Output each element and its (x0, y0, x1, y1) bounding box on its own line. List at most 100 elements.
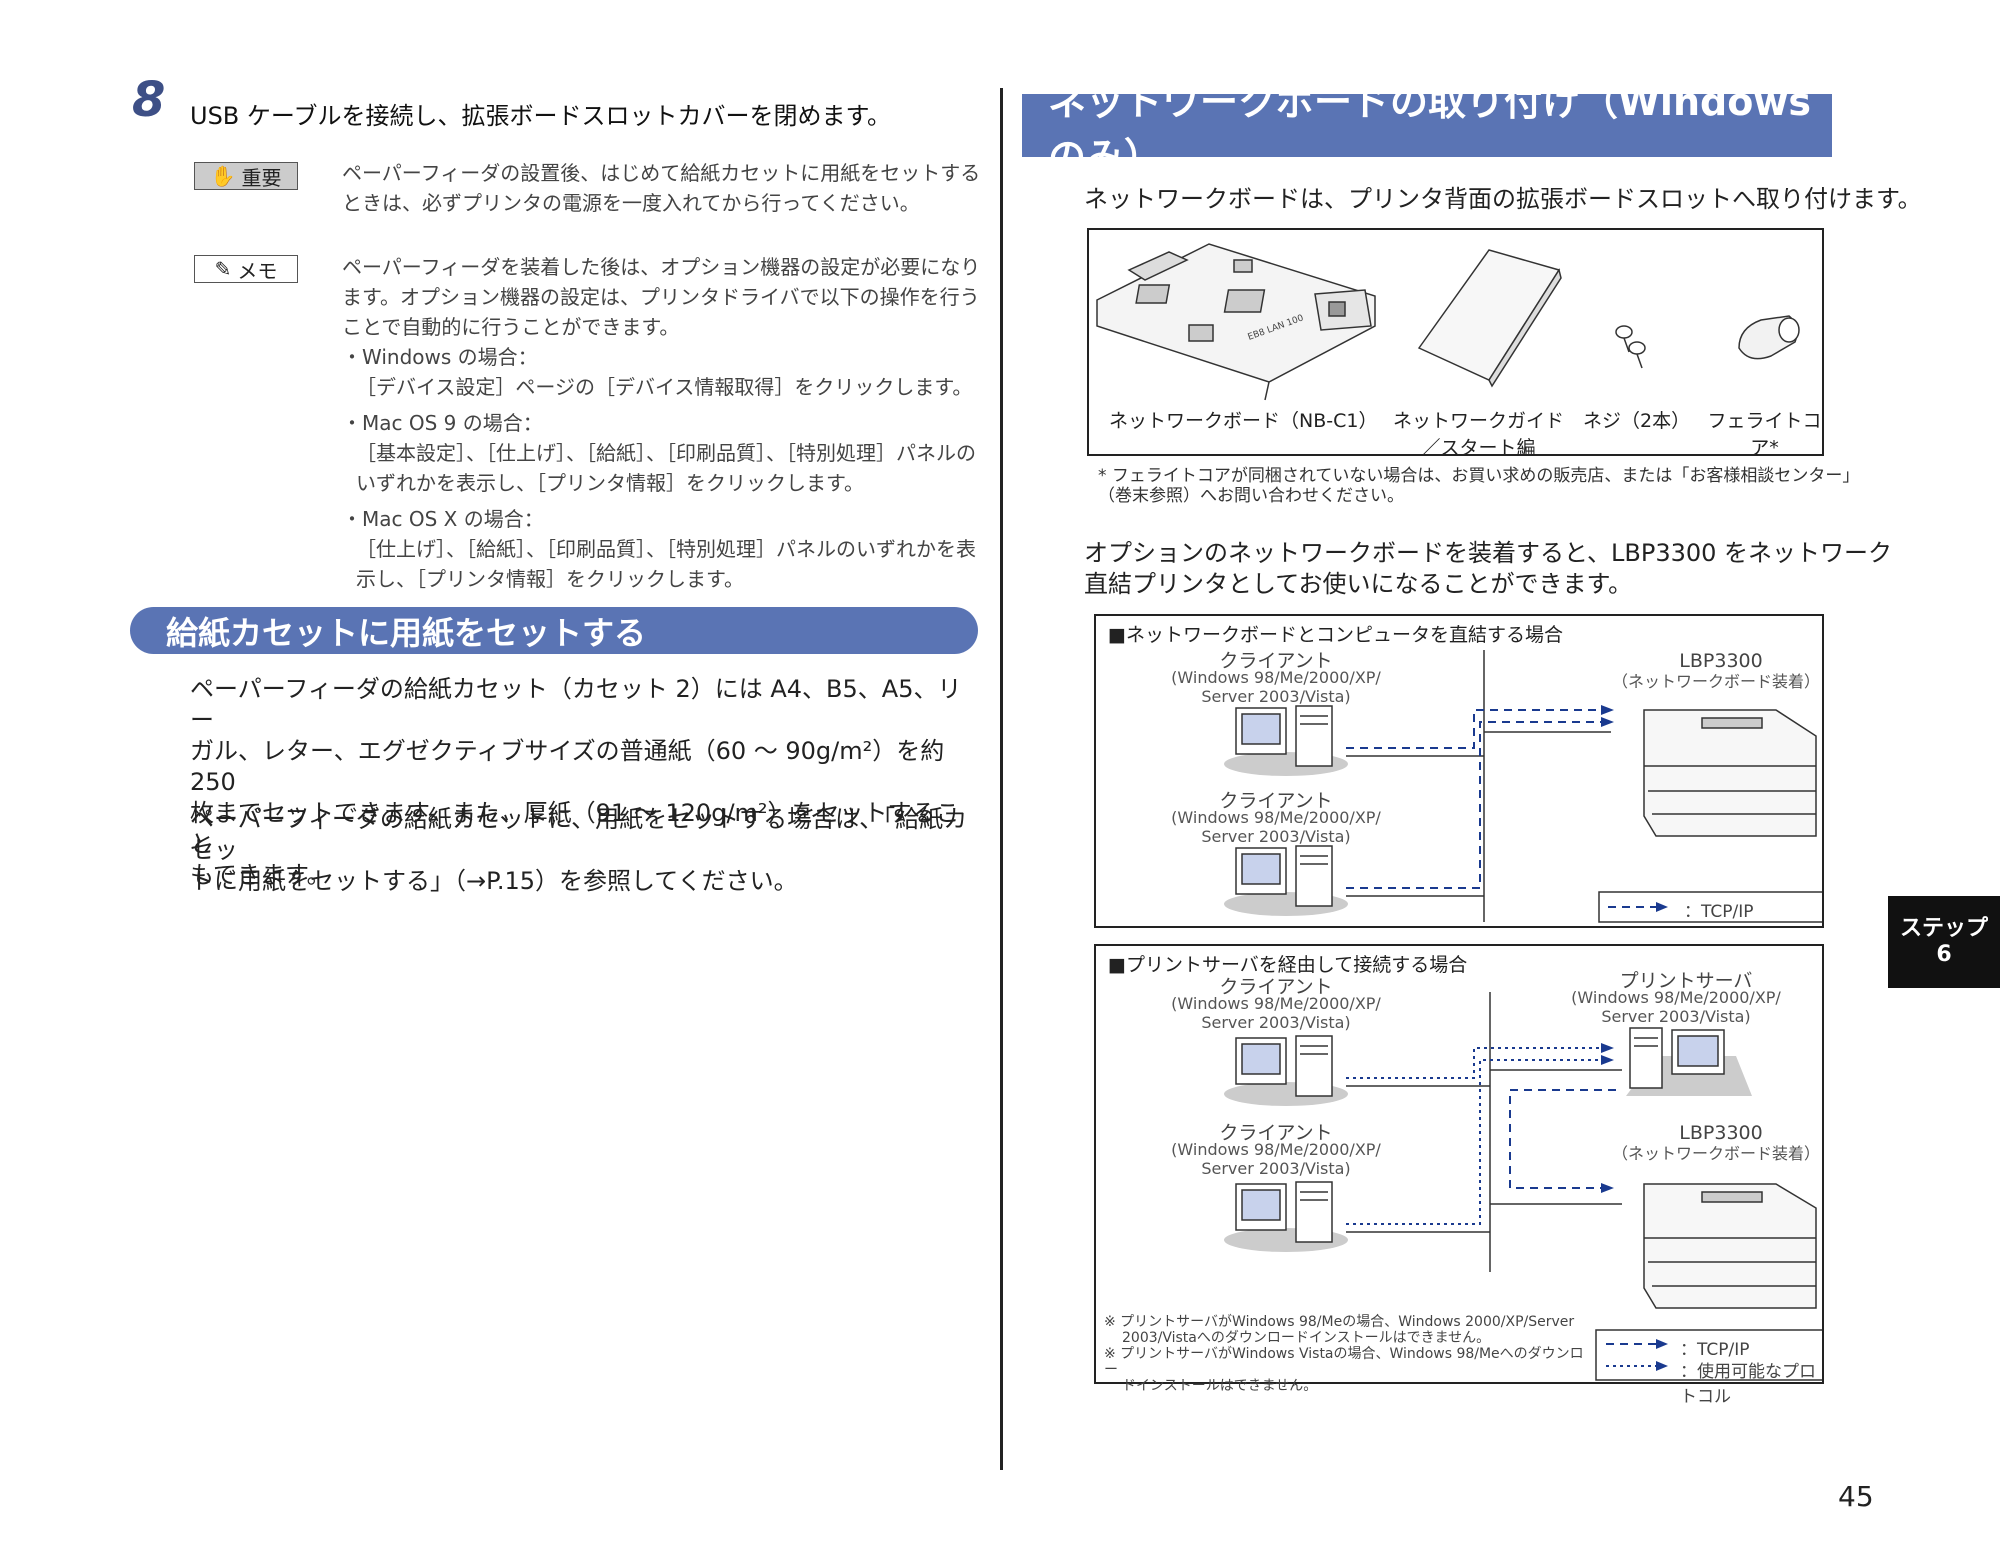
diagram-note-line: ドインストールはできません。 (1122, 1378, 1318, 1394)
diagram-direct-title: ■ネットワークボードとコンピュータを直結する場合 (1108, 624, 1563, 646)
client-label: クライアント (1219, 976, 1333, 998)
step-tab: ステップ 6 (1888, 896, 2000, 988)
item-label-guide: ネットワークガイド ／スタート編 (1393, 406, 1564, 460)
client-os-line: (Windows 98/Me/2000/XP/ (1171, 994, 1381, 1013)
diagram-direct: ■ネットワークボードとコンピュータを直結する場合 (1094, 614, 1824, 928)
network-guide-illustration (1417, 249, 1562, 388)
printer-label: LBP3300 (1679, 1122, 1763, 1144)
item-label-guide-line2: ／スタート編 (1421, 437, 1536, 459)
memo-tag: ✎ メモ (194, 255, 298, 283)
section-title: 給紙カセットに用紙をセットする (130, 607, 978, 654)
legend-tcp-label: ：TCP/IP (1684, 902, 1754, 922)
memo-mac9-body: ［基本設定］、［仕上げ］、［給紙］、［印刷品質］、［特別処理］パネルの (356, 441, 976, 465)
diagram-note-line: ※ プリントサーバがWindows 98/Meの場合、Windows 2000/… (1104, 1314, 1575, 1330)
legend-protocol-label: ：使用可能なプロトコル (1680, 1362, 1816, 1407)
intro-text: ネットワークボードは、プリンタ背面の拡張ボードスロットへ取り付けます。 (1084, 185, 1922, 213)
important-tag: ✋ 重要 (194, 162, 298, 190)
item-label-guide-line1: ネットワークガイド (1393, 410, 1565, 432)
client-os-line: Server 2003/Vista) (1201, 687, 1351, 706)
footnote-line: * フェライトコアが同梱されていない場合は、お買い求めの販売店、または「お客様相… (1098, 466, 1860, 486)
important-line: ペーパーフィーダの設置後、はじめて給紙カセットに用紙をセットする (342, 161, 981, 185)
paragraph-line: ペーパーフィーダの給紙カセット（カセット 2）には A4、B5、A5、リー (190, 675, 962, 734)
diagram-direct-lines (1224, 650, 1822, 923)
item-label-screw: ネジ（2本） (1583, 410, 1691, 432)
printer-label: LBP3300 (1679, 650, 1763, 672)
paragraph-2: ペーパーフィーダの給紙カセットに、用紙をセットする場合は、「給紙カセッ トに用紙… (190, 804, 980, 897)
item-label-board: ネットワークボード（NB-C1） (1109, 410, 1378, 432)
print-server-icon (1626, 1027, 1752, 1096)
paragraph-line: ガル、レター、エグゼクティブサイズの普通紙（60 ～ 90g/m²）を約 250 (190, 737, 945, 796)
footnote-line: （巻末参照）へお問い合わせください。 (1098, 486, 1404, 506)
footnote: * フェライトコアが同梱されていない場合は、お買い求めの販売店、または「お客様相… (1098, 466, 1859, 506)
network-board-illustration: EB8 LAN 100 (1096, 243, 1376, 401)
print-server-os-line: (Windows 98/Me/2000/XP/ (1571, 988, 1781, 1007)
memo-line: ます。オプション機器の設定は、プリンタドライバで以下の操作を行う (342, 285, 980, 309)
paragraph-line: ペーパーフィーダの給紙カセットに、用紙をセットする場合は、「給紙カセッ (190, 805, 968, 864)
diagram-print-server: ■プリントサーバを経由して接続する場合 (1094, 944, 1824, 1407)
diagram-notes: ※ プリントサーバがWindows 98/Meの場合、Windows 2000/… (1104, 1314, 1584, 1394)
client-label: クライアント (1219, 650, 1333, 672)
memo-macx-body: 示し、［プリンタ情報］をクリックします。 (356, 567, 744, 591)
paragraph-1: ペーパーフィーダの給紙カセット（カセット 2）には A4、B5、A5、リー ガル… (190, 674, 980, 891)
pencil-icon: ✎ (214, 257, 232, 281)
hand-icon: ✋ (210, 164, 236, 188)
printer-sub-label: （ネットワークボード装着） (1611, 1144, 1820, 1163)
page-number: 45 (1838, 1480, 1874, 1513)
paragraph-line: もできます。 (190, 861, 331, 889)
step-tab-label: ステップ (1899, 916, 1988, 941)
client-os-line: Server 2003/Vista) (1201, 1013, 1351, 1032)
network-paragraph-line: 直結プリンタとしてお使いになることができます。 (1084, 570, 1633, 598)
network-paragraph: オプションのネットワークボードを装着すると、LBP3300 をネットワーク 直結… (1084, 538, 1892, 600)
client-computer-icon (1224, 845, 1348, 916)
diagram-print-server-title: ■プリントサーバを経由して接続する場合 (1108, 954, 1468, 976)
memo-windows-body: ［デバイス設定］ページの［デバイス情報取得］をクリックします。 (356, 375, 973, 399)
client-os: (Windows 98/Me/2000/XP/ Server 2003/Vist… (1136, 808, 1416, 846)
memo-macx-head: ・Mac OS X の場合： (342, 507, 544, 531)
step-tab-number: 6 (1936, 942, 1952, 967)
client-os: (Windows 98/Me/2000/XP/ Server 2003/Vist… (1136, 994, 1416, 1032)
client-computer-icon (1224, 1181, 1348, 1252)
client-label: クライアント (1219, 1122, 1333, 1144)
printer-sub-label: （ネットワークボード装着） (1611, 672, 1820, 691)
client-os: (Windows 98/Me/2000/XP/ Server 2003/Vist… (1136, 668, 1416, 706)
paragraph-line: トに用紙をセットする」（→P.15）を参照してください。 (190, 867, 798, 895)
client-os-line: (Windows 98/Me/2000/XP/ (1171, 808, 1381, 827)
screw-illustration (1615, 325, 1646, 369)
client-os-line: (Windows 98/Me/2000/XP/ (1171, 1140, 1381, 1159)
client-label: クライアント (1219, 790, 1333, 812)
client-computer-icon (1224, 705, 1348, 776)
paragraph-line: 枚までセットできます。また、厚紙（91 ～ 120g/m²）をセットすること (190, 799, 960, 858)
contents-box: EB8 LAN 100 ネットワークボード（NB-C1） ネットワークガイド ／… (1087, 228, 1824, 459)
memo-line: ことで自動的に行うことができます。 (342, 315, 680, 339)
print-server-label: プリントサーバ (1619, 970, 1753, 992)
ferrite-core-illustration (1738, 315, 1800, 360)
memo-text: ペーパーフィーダを装着した後は、オプション機器の設定が必要になり ます。オプショ… (342, 252, 992, 594)
diagram-note-line: 2003/Vistaへのダウンロードインストールはできません。 (1122, 1330, 1491, 1346)
printer-icon (1643, 1183, 1817, 1309)
print-server-os-line: Server 2003/Vista) (1601, 1007, 1751, 1026)
important-text: ペーパーフィーダの設置後、はじめて給紙カセットに用紙をセットする ときは、必ずプ… (342, 158, 982, 218)
memo-label: メモ (237, 258, 278, 283)
item-label-ferrite: フェライトコア* (1707, 410, 1822, 459)
diagram-note-line: ※ プリントサーバがWindows Vistaの場合、Windows 98/Me… (1104, 1346, 1584, 1378)
client-os: (Windows 98/Me/2000/XP/ Server 2003/Vist… (1136, 1140, 1416, 1178)
step-title: USB ケーブルを接続し、拡張ボードスロットカバーを閉めます。 (190, 102, 892, 130)
important-line: ときは、必ずプリンタの電源を一度入れてから行ってください。 (342, 191, 920, 215)
legend-box (1595, 1329, 1822, 1381)
print-server-os: (Windows 98/Me/2000/XP/ Server 2003/Vist… (1536, 988, 1816, 1026)
column-divider (1000, 88, 1003, 1470)
memo-macx-body: ［仕上げ］、［給紙］、［印刷品質］、［特別処理］パネルのいずれかを表 (356, 537, 976, 561)
important-label: 重要 (241, 165, 282, 190)
client-os-line: (Windows 98/Me/2000/XP/ (1171, 668, 1381, 687)
page-title: ネットワークボードの取り付け（Windows のみ） (1022, 80, 1832, 179)
client-computer-icon (1224, 1035, 1348, 1106)
diagram-print-server-lines (1224, 992, 1822, 1381)
client-os-line: Server 2003/Vista) (1201, 827, 1351, 846)
memo-line: ペーパーフィーダを装着した後は、オプション機器の設定が必要になり (342, 255, 981, 279)
memo-mac9-head: ・Mac OS 9 の場合： (342, 411, 543, 435)
printer-icon (1643, 709, 1817, 837)
legend-tcp-label: ：TCP/IP (1680, 1340, 1750, 1360)
contents-illustration: EB8 LAN 100 (1096, 243, 1800, 401)
memo-mac9-body: いずれかを表示し、［プリンタ情報］をクリックします。 (356, 471, 864, 495)
client-os-line: Server 2003/Vista) (1201, 1159, 1351, 1178)
